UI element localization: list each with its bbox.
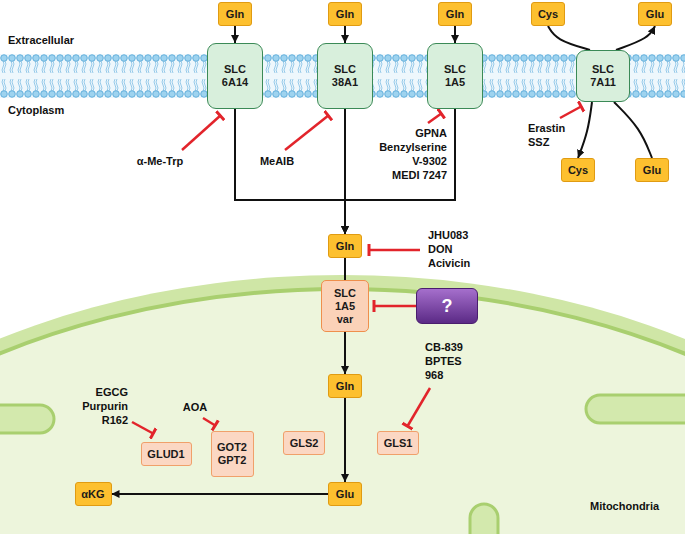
inhibitor-label: Acivicin xyxy=(428,257,470,270)
transporter-box: SLC 38A1 xyxy=(317,43,373,109)
inhibitor-label: DON xyxy=(428,243,452,256)
node-text: SLC 38A1 xyxy=(332,63,358,89)
node-text: SLC 6A14 xyxy=(222,63,248,89)
node-text: ? xyxy=(442,295,453,317)
inhibition-line xyxy=(203,418,216,426)
inhibitor-label: α-Me-Trp xyxy=(137,155,183,168)
substrate-box: Gln xyxy=(438,2,472,26)
inhibitor-label: MeAIB xyxy=(260,155,294,168)
inhibitor-label: Purpurin xyxy=(82,400,128,413)
node-text: Gln xyxy=(336,240,354,253)
inhibition-line xyxy=(368,249,420,252)
inhibitor-label: GPNA xyxy=(415,127,447,140)
inhibitor-label: R162 xyxy=(102,414,128,427)
crista xyxy=(0,405,54,433)
flow-arrow xyxy=(112,493,329,495)
inhibitor-label: EGCG xyxy=(96,386,128,399)
flow-arrow xyxy=(344,258,346,280)
inhibitor-label: MEDI 7247 xyxy=(392,169,447,182)
inhibitor-label: CB-839 xyxy=(425,341,463,354)
substrate-box: Gln xyxy=(218,2,252,26)
inhibition-connector xyxy=(373,305,416,308)
substrate-box: Glu xyxy=(328,482,362,506)
enzyme-box: GLS1 xyxy=(377,431,419,455)
flow-arrow xyxy=(616,26,655,50)
enzyme-box: GLUD1 xyxy=(141,442,192,466)
outer-membrane xyxy=(0,275,685,534)
inhibitor-lines xyxy=(132,106,582,434)
flow-arrow xyxy=(454,26,456,43)
substrate-box: αKG xyxy=(75,482,112,506)
unknown-inhibitor-box: ? xyxy=(416,288,478,324)
inhibition-line xyxy=(182,115,221,150)
region-label: Mitochondria xyxy=(590,500,659,513)
node-text: Gln xyxy=(336,380,354,393)
substrate-box: Cys xyxy=(561,158,595,182)
node-text: Gln xyxy=(336,8,354,21)
transporter-box: SLC 1A5 var xyxy=(321,280,369,332)
node-text: αKG xyxy=(81,488,104,501)
flow-arrow xyxy=(235,109,345,234)
substrate-box: Glu xyxy=(638,2,672,26)
crista xyxy=(586,395,685,423)
region-label: Cytoplasm xyxy=(8,104,64,117)
region-label: Extracellular xyxy=(8,34,74,47)
node-text: SLC 7A11 xyxy=(590,63,616,89)
inhibition-line xyxy=(407,388,430,427)
inhibition-line xyxy=(428,113,442,123)
node-text: SLC 1A5 var xyxy=(334,287,356,326)
substrate-box: Gln xyxy=(328,2,362,26)
node-text: Gln xyxy=(226,8,244,21)
inhibitor-label: Benzylserine xyxy=(379,141,447,154)
flow-arrow xyxy=(578,102,592,158)
inhibition-line xyxy=(132,422,154,434)
substrate-box: Gln xyxy=(328,234,362,258)
enzyme-box: GOT2 GPT2 xyxy=(211,431,254,477)
node-text: GLS2 xyxy=(290,437,319,450)
substrate-box: Cys xyxy=(531,2,565,26)
node-text: Glu xyxy=(643,164,661,177)
node-text: Cys xyxy=(568,164,588,177)
flow-arrow xyxy=(614,102,652,158)
node-text: Glu xyxy=(336,488,354,501)
node-text: Cys xyxy=(538,8,558,21)
node-text: GOT2 GPT2 xyxy=(217,441,247,467)
node-text: GLS1 xyxy=(384,437,413,450)
node-text: SLC 1A5 xyxy=(444,63,466,89)
inhibitor-label: 968 xyxy=(425,369,443,382)
flow-arrow xyxy=(344,398,346,482)
mitochondrion xyxy=(0,275,685,534)
substrate-box: Gln xyxy=(328,374,362,398)
node-text: Glu xyxy=(646,8,664,21)
transporter-box: SLC 7A11 xyxy=(576,50,630,102)
crista xyxy=(470,504,498,534)
flow-arrow xyxy=(234,26,236,43)
flow-arrow xyxy=(548,26,590,50)
transporter-box: SLC 1A5 xyxy=(427,43,483,109)
inhibitor-label: Erastin xyxy=(528,122,565,135)
flow-arrow xyxy=(344,332,346,374)
inhibition-line xyxy=(560,106,582,118)
inhibitor-label: SSZ xyxy=(528,136,549,149)
inhibitor-label: V-9302 xyxy=(412,155,447,168)
substrate-box: Glu xyxy=(635,158,669,182)
enzyme-box: GLS2 xyxy=(283,431,325,455)
inhibitor-label: JHU083 xyxy=(428,229,468,242)
inhibitor-label: AOA xyxy=(183,401,207,414)
flow-arrow xyxy=(345,109,455,234)
transporter-box: SLC 6A14 xyxy=(207,43,263,109)
inhibitor-label: BPTES xyxy=(425,355,462,368)
flow-arrow xyxy=(344,26,346,43)
node-text: Gln xyxy=(446,8,464,21)
inhibition-line xyxy=(285,115,329,150)
node-text: GLUD1 xyxy=(147,448,184,461)
